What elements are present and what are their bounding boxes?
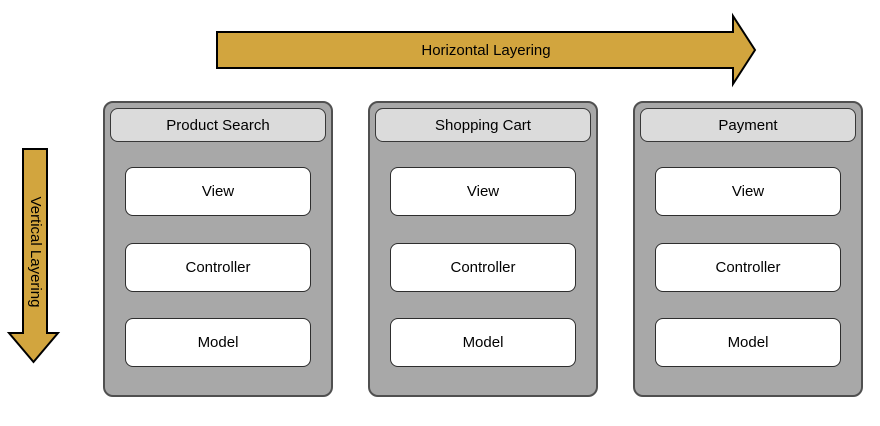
layer-box-view: View — [655, 167, 841, 216]
column-title: Shopping Cart — [375, 108, 591, 142]
layer-box-controller: Controller — [390, 243, 576, 292]
layer-box-model: Model — [655, 318, 841, 367]
column-shopping-cart: Shopping Cart View Controller Model — [368, 101, 598, 397]
column-product-search: Product Search View Controller Model — [103, 101, 333, 397]
column-payment: Payment View Controller Model — [633, 101, 863, 397]
vertical-layering-arrow — [6, 148, 61, 364]
column-title: Payment — [640, 108, 856, 142]
layer-box-controller: Controller — [125, 243, 311, 292]
horizontal-layering-arrow — [216, 12, 757, 88]
layer-box-controller: Controller — [655, 243, 841, 292]
layer-box-view: View — [125, 167, 311, 216]
layer-box-view: View — [390, 167, 576, 216]
horizontal-layering-label: Horizontal Layering — [421, 41, 551, 59]
vertical-layering-label: Vertical Layering — [27, 196, 44, 308]
layer-box-model: Model — [390, 318, 576, 367]
column-title: Product Search — [110, 108, 326, 142]
layer-box-model: Model — [125, 318, 311, 367]
